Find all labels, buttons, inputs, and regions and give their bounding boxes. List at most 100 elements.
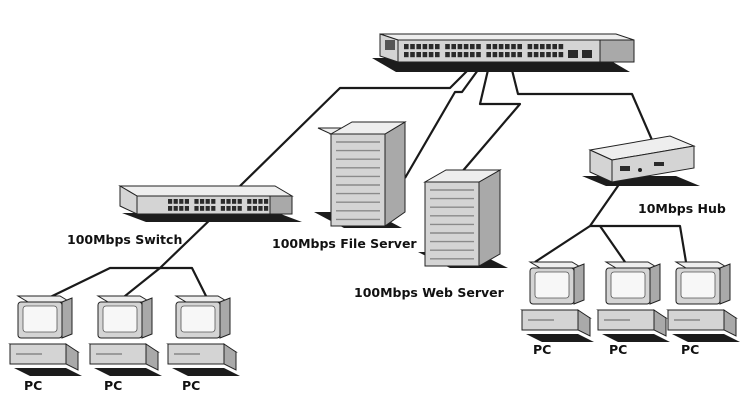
- monitor-screen: [534, 271, 570, 299]
- core-port-icon: [498, 52, 504, 58]
- switch-port-icon: [226, 199, 231, 204]
- core-port-icon: [428, 52, 434, 58]
- core-port-icon: [492, 44, 498, 50]
- cable-core-to-hub: [510, 69, 654, 141]
- switch-label: 100Mbps Switch: [67, 232, 182, 247]
- switch-port-icon: [200, 206, 205, 211]
- switch-port-icon: [232, 206, 237, 211]
- web-server-drive-bays: [430, 189, 474, 260]
- pc-workstation: [666, 261, 740, 342]
- core-port-icon: [457, 52, 463, 58]
- switch-port-icon: [258, 206, 263, 211]
- file-server-drive-bays: [336, 141, 380, 221]
- monitor-screen: [180, 305, 216, 333]
- hub-10mbps: [582, 135, 700, 186]
- core-port-icon: [410, 44, 415, 50]
- switch-port-icon: [264, 206, 269, 211]
- switch-port-icon: [252, 199, 257, 204]
- core-port-icon: [416, 52, 421, 58]
- core-port-icon: [445, 44, 450, 50]
- cables: [39, 67, 688, 303]
- switch-port-icon: [173, 206, 178, 211]
- cable-switch-to-pc3: [160, 266, 209, 301]
- switch-port-icon: [226, 206, 231, 211]
- core-port-icon: [470, 44, 475, 50]
- core-port-icon: [517, 52, 522, 58]
- core-port-icon: [486, 52, 491, 58]
- core-port-icon: [451, 44, 456, 50]
- switch-port-icon: [220, 199, 225, 204]
- core-port-icon: [486, 44, 491, 50]
- cable-core-to-web-server: [454, 69, 522, 181]
- core-port-icon: [463, 52, 469, 58]
- core-port-icon: [422, 44, 428, 50]
- switch-port-icon: [173, 199, 178, 204]
- hub-label: 10Mbps Hub: [638, 201, 726, 216]
- switch-port-icon: [211, 199, 216, 204]
- pc-label: PC: [104, 378, 122, 393]
- monitor-screen: [102, 305, 138, 333]
- core-port-icon: [517, 44, 522, 50]
- uplink-port-icon: [568, 50, 578, 58]
- switch-port-icon: [184, 206, 189, 211]
- core-port-icon: [527, 44, 533, 50]
- switch-port-icon: [179, 206, 184, 211]
- cable-switch-to-pc2: [119, 267, 161, 301]
- web-server-label: 100Mbps Web Server: [354, 285, 505, 300]
- core-port-icon: [476, 44, 481, 50]
- core-port-block: [404, 44, 564, 58]
- file-server: [314, 121, 407, 228]
- core-port-icon: [457, 44, 463, 50]
- pc-label: PC: [609, 342, 627, 357]
- core-port-icon: [435, 44, 440, 50]
- core-port-icon: [511, 44, 516, 50]
- pc-label: PC: [533, 342, 551, 357]
- switch-port-icon: [211, 206, 216, 211]
- core-port-icon: [435, 52, 440, 58]
- switch-port-icon: [264, 199, 269, 204]
- core-port-icon: [540, 52, 545, 58]
- core-port-icon: [410, 52, 415, 58]
- uplink-port-icon: [582, 50, 592, 58]
- switch-port-icon: [237, 206, 242, 211]
- core-port-icon: [558, 44, 564, 50]
- power-led-icon: [385, 40, 395, 50]
- switch-port-icon: [168, 206, 173, 211]
- switch-port-icon: [252, 206, 257, 211]
- core-port-icon: [416, 44, 421, 50]
- switch-port-icon: [194, 199, 199, 204]
- core-port-icon: [505, 44, 510, 50]
- switch-port-icon: [247, 206, 252, 211]
- core-port-icon: [552, 52, 557, 58]
- core-port-icon: [533, 44, 539, 50]
- core-port-icon: [498, 44, 504, 50]
- core-port-icon: [445, 52, 450, 58]
- switch-port-icon: [258, 199, 263, 204]
- core-port-icon: [404, 52, 409, 58]
- switch-port-icon: [205, 199, 210, 204]
- pc-workstation: [520, 261, 594, 342]
- web-server: [418, 169, 508, 268]
- hub-port-icon: [654, 162, 664, 166]
- core-port-icon: [505, 52, 510, 58]
- switch-port-icon: [220, 206, 225, 211]
- pc-workstation: [88, 295, 162, 376]
- core-switch: [372, 33, 635, 72]
- core-port-icon: [558, 52, 564, 58]
- core-port-icon: [546, 52, 551, 58]
- hub-port-icon: [620, 166, 630, 171]
- cable-core-to-switch: [239, 67, 471, 187]
- core-port-icon: [404, 44, 409, 50]
- pc-workstation: [596, 261, 670, 342]
- core-port-icon: [533, 52, 539, 58]
- pc-workstation: [166, 295, 240, 376]
- cable-switch-bus: [39, 214, 216, 303]
- switch-port-icon: [247, 199, 252, 204]
- cable-hub-to-pc5: [590, 224, 626, 263]
- monitor-screen: [610, 271, 646, 299]
- core-port-icon: [451, 52, 456, 58]
- switch-port-icon: [168, 199, 173, 204]
- cable-core-to-file-server: [404, 69, 479, 179]
